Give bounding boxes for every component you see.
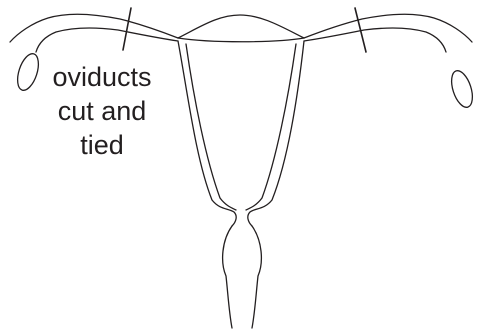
label-oviducts: oviducts [40, 61, 164, 93]
uterine-cavity-right [246, 44, 296, 210]
cervix-right [252, 226, 261, 328]
left-oviduct-lower [36, 28, 178, 52]
uterine-cavity-top [178, 38, 304, 42]
right-ovary [448, 68, 477, 110]
label-tied: tied [40, 129, 164, 161]
left-ovary [14, 51, 43, 93]
cervix-left [223, 226, 232, 328]
left-cut-mark [123, 8, 131, 50]
right-oviduct-lower [304, 28, 446, 52]
uterus-fundus [178, 15, 304, 38]
label-cut-and: cut and [40, 95, 164, 127]
uterus-right-wall [248, 41, 304, 226]
uterus-left-wall [178, 41, 236, 226]
